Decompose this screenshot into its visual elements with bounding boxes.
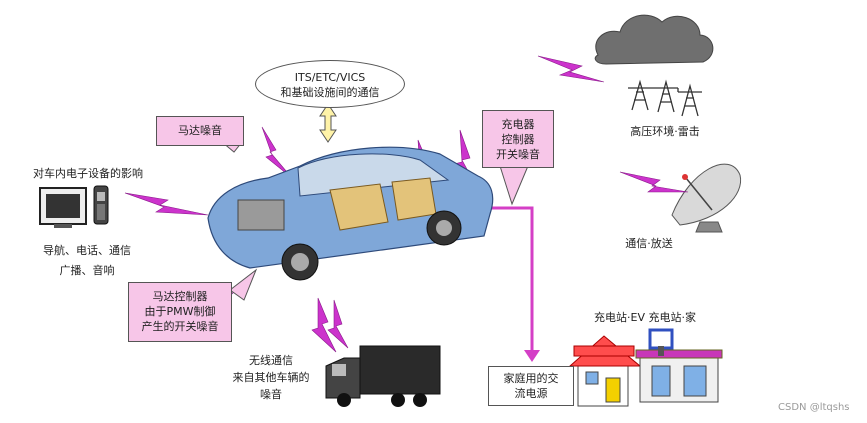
motor-controller-noise-label: 马达控制器 由于PMW制御 产生的开关噪音: [128, 282, 232, 342]
communication-broadcast-label: 通信·放送: [625, 237, 673, 250]
charging-station-label: 充电站·EV 充电站·家: [594, 311, 696, 324]
wireless-communication-label: 无线通信 来自其他车辆的 噪音: [232, 354, 310, 401]
house-icon: [568, 335, 642, 407]
charger-switch-noise-label: 充电器 控制器 开关噪音: [482, 110, 554, 168]
electric-car-icon: [207, 146, 494, 281]
navigation-audio-label: 导航、电话、通信 广播、音响: [43, 244, 131, 277]
monitor-icon: [39, 187, 87, 228]
vehicle-electronics-label: 对车内电子设备的影响: [33, 167, 143, 180]
double-arrow-icon: [319, 103, 337, 143]
home-ac-power-label: 家庭用的交 流电源: [488, 366, 574, 406]
mobile-phone-icon: [93, 185, 109, 225]
high-voltage-lightning-label: 高压环境·雷击: [630, 125, 700, 138]
truck-icon: [325, 345, 441, 407]
satellite-dish-icon: [671, 163, 742, 233]
its-communication-label: ITS/ETC/VICS 和基础设施间的通信: [255, 60, 405, 108]
storm-cloud-icon: [594, 14, 714, 65]
motor-noise-label: 马达噪音: [156, 116, 244, 146]
watermark: CSDN @ltqshs: [778, 402, 850, 413]
power-tower-icon: [628, 79, 702, 117]
wire-arrowhead: [524, 350, 540, 362]
charging-station-icon: [635, 328, 723, 403]
